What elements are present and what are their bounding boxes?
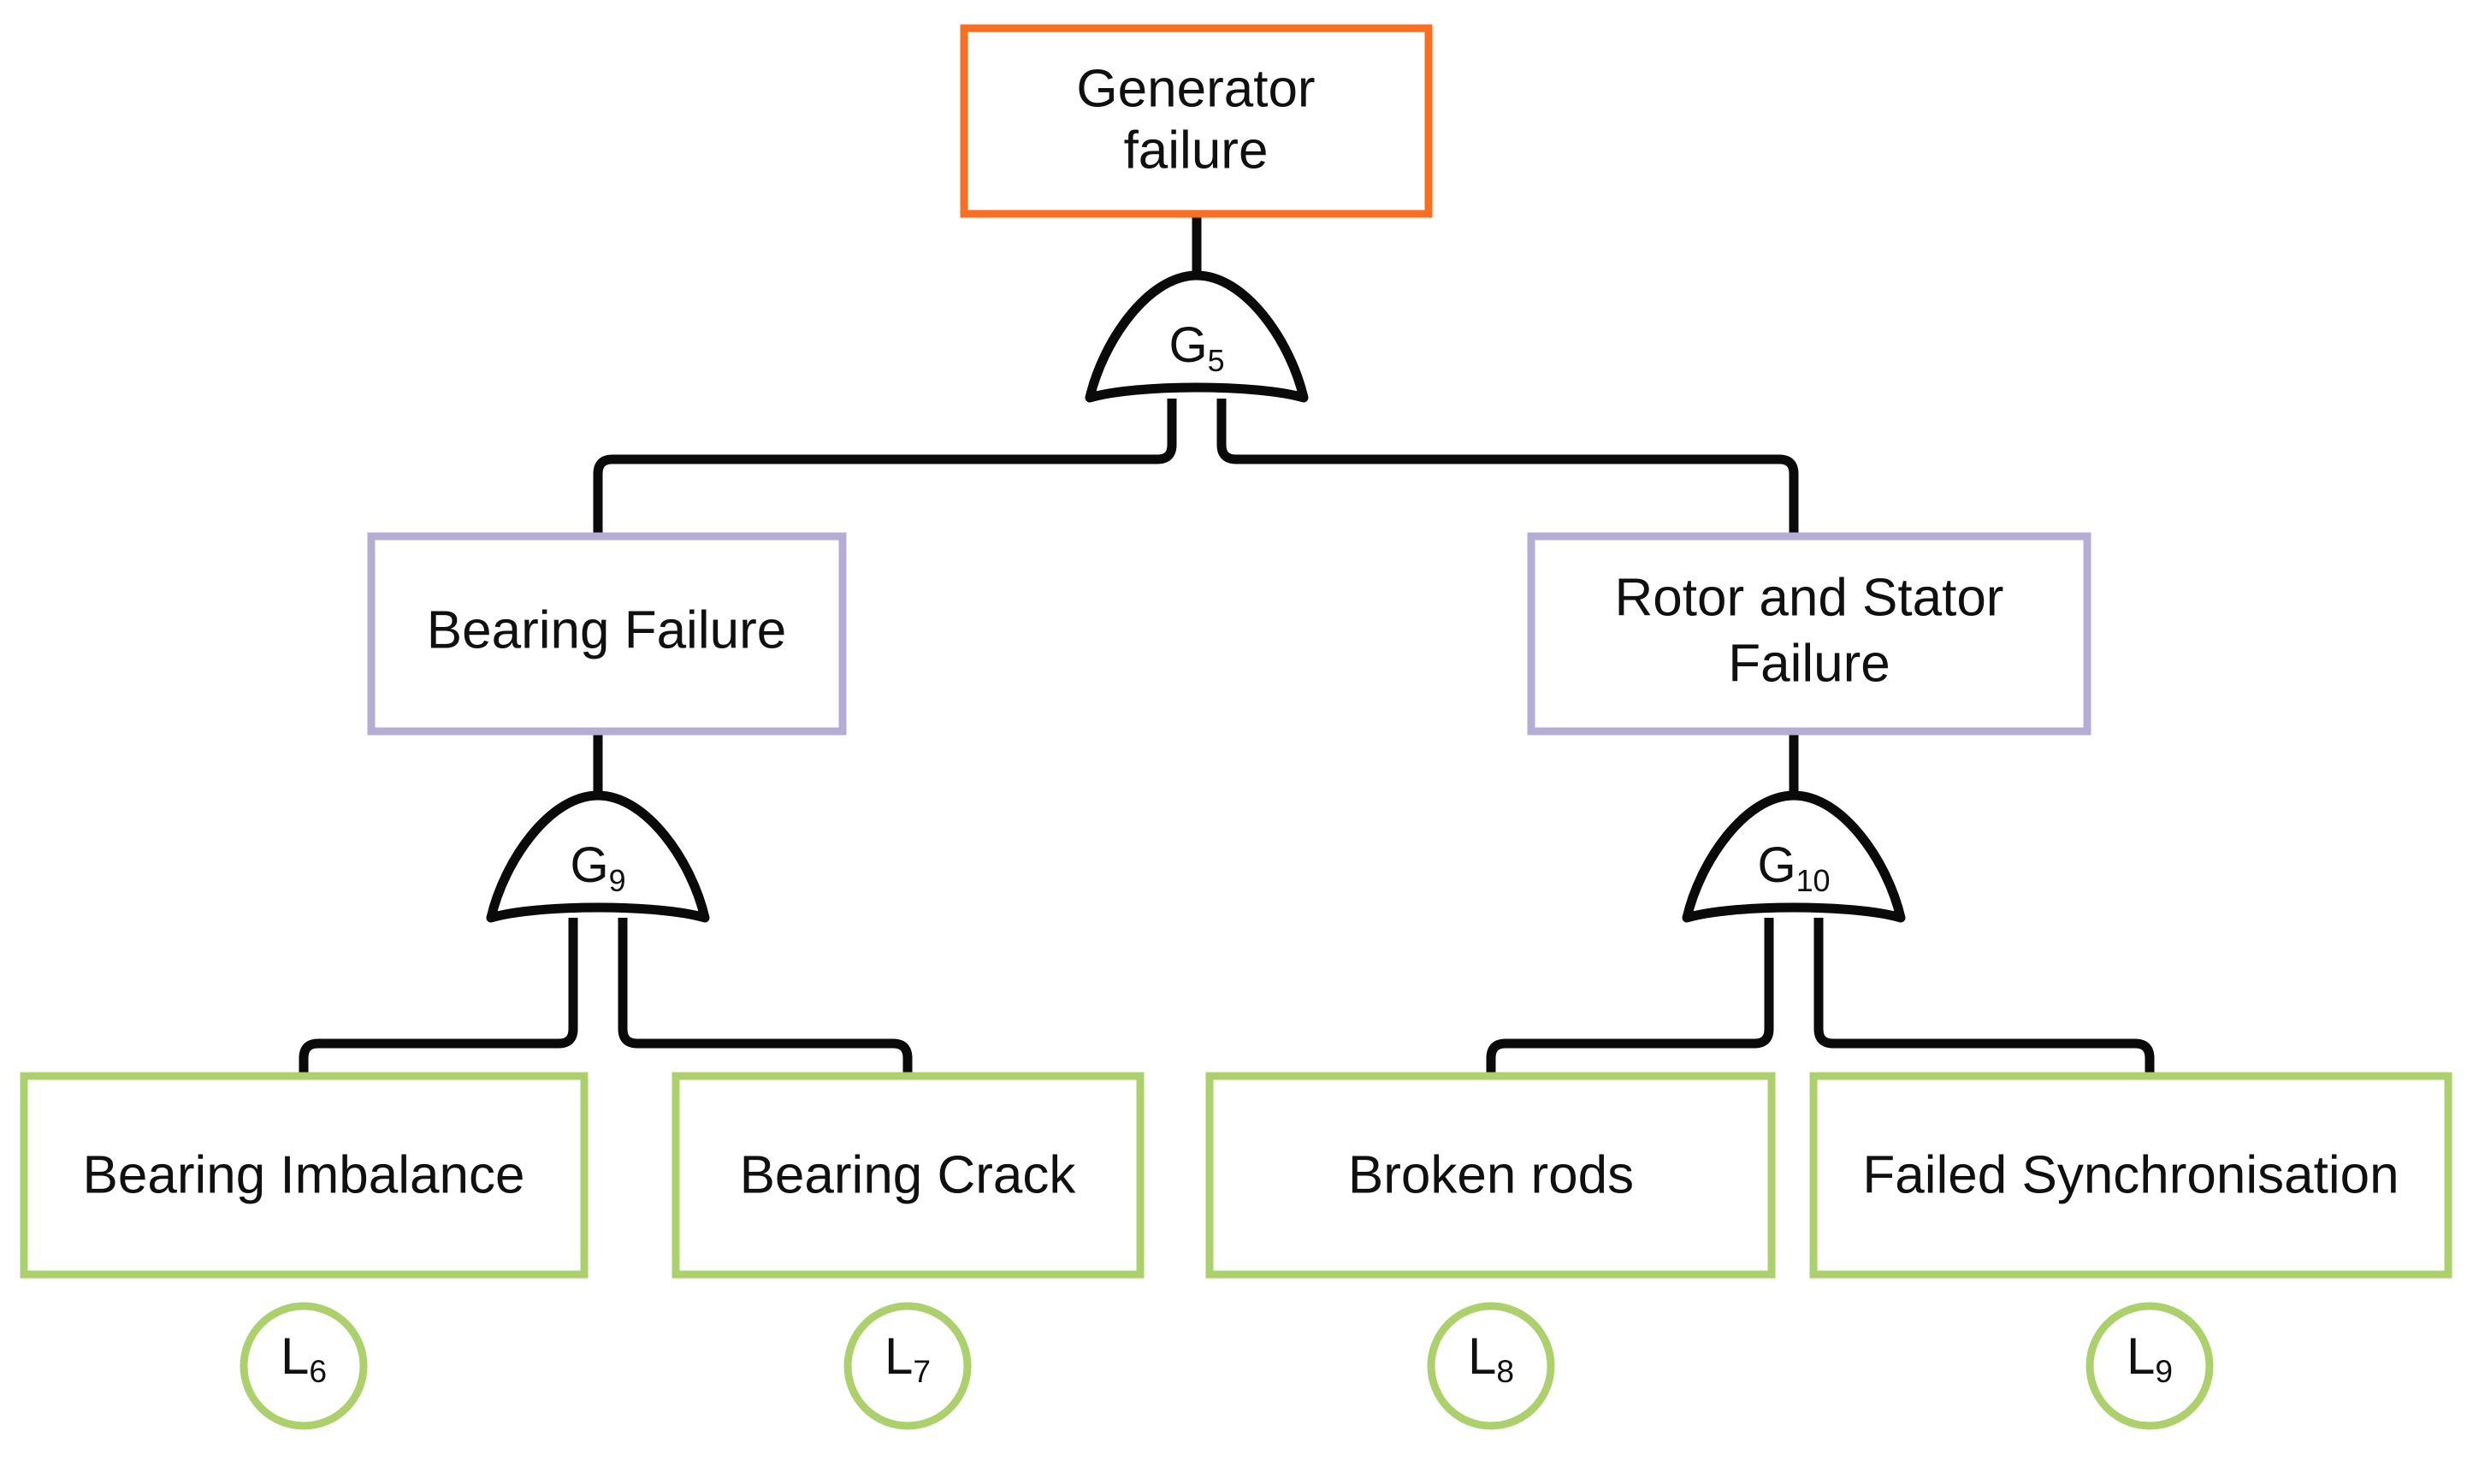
top-event-label-line1: Generator [1076, 59, 1315, 118]
basic-event-circle[interactable] [1427, 1302, 1555, 1430]
or-gate-shape[interactable] [486, 790, 710, 923]
gate-g9-index: 9 [609, 863, 626, 898]
gate-g10[interactable]: G10 [1682, 790, 1906, 923]
basic-event-circle-letter: L [2127, 1327, 2155, 1385]
gate-g9-label: G9 [570, 837, 625, 897]
edge-g5-to-bearing-failure [593, 399, 1177, 536]
or-gate-shape[interactable] [1085, 270, 1309, 403]
basic-event-circle-index: 6 [309, 1353, 327, 1389]
basic-event-circle-index: 7 [913, 1353, 931, 1389]
basic-event-broken-rods[interactable]: Broken rods L8 [1205, 1072, 1776, 1430]
top-event-box[interactable] [960, 24, 1433, 218]
basic-event-circle-letter: L [1468, 1327, 1496, 1385]
basic-event-circle-letter: L [281, 1327, 309, 1385]
basic-event-box[interactable] [671, 1072, 1145, 1279]
basic-event-box[interactable] [1809, 1072, 2452, 1279]
basic-event-bearing-imbalance[interactable]: Bearing Imbalance L6 [20, 1072, 589, 1430]
basic-event-circle-letter: L [884, 1327, 913, 1385]
edge-g5-to-rotor-stator-failure [1216, 399, 1799, 536]
basic-event-bearing-crack[interactable]: Bearing Crack L7 [671, 1072, 1145, 1430]
basic-event-label: Bearing Crack [740, 1145, 1077, 1204]
gate-g10-letter: G [1757, 837, 1796, 893]
top-event-label-line2: failure [1124, 121, 1269, 180]
intermediate-event-box[interactable] [367, 532, 847, 736]
gate-g9[interactable]: G9 [486, 790, 710, 923]
basic-event-circle-label: L6 [281, 1327, 327, 1389]
top-event-generator-failure[interactable]: Generator failure [960, 24, 1433, 218]
basic-event-circle-label: L7 [884, 1327, 931, 1389]
edge-g9-to-bearing-imbalance [299, 918, 578, 1076]
edge-g10-to-broken-rods [1486, 918, 1774, 1076]
gate-g10-label: G10 [1757, 837, 1830, 897]
basic-event-circle[interactable] [843, 1302, 972, 1430]
basic-event-label: Bearing Imbalance [83, 1145, 525, 1204]
edge-g9-to-bearing-crack [618, 918, 913, 1076]
gate-g5-index: 5 [1208, 343, 1225, 378]
gate-g5[interactable]: G5 [1085, 270, 1309, 403]
basic-event-label: Broken rods [1348, 1145, 1634, 1204]
gate-g10-index: 10 [1796, 863, 1831, 898]
intermediate-event-bearing-failure[interactable]: Bearing Failure [367, 532, 847, 736]
basic-event-circle-label: L8 [1468, 1327, 1514, 1389]
gate-g5-letter: G [1168, 317, 1207, 373]
basic-event-circle-label: L9 [2127, 1327, 2173, 1389]
basic-event-box[interactable] [20, 1072, 589, 1279]
basic-event-failed-synchronisation[interactable]: Failed Synchronisation L9 [1809, 1072, 2452, 1430]
basic-event-circle[interactable] [240, 1302, 368, 1430]
intermediate-event-label-line1: Rotor and Stator [1615, 568, 2004, 627]
intermediate-event-label-line1: Bearing Failure [427, 600, 786, 659]
intermediate-event-box[interactable] [1527, 532, 2091, 736]
edge-g10-to-failed-synchronisation [1813, 918, 2155, 1076]
basic-event-label: Failed Synchronisation [1862, 1145, 2399, 1204]
intermediate-event-rotor-stator-failure[interactable]: Rotor and Stator Failure [1527, 532, 2091, 736]
basic-event-circle[interactable] [2085, 1302, 2214, 1430]
or-gate-shape[interactable] [1682, 790, 1906, 923]
gate-g5-label: G5 [1168, 317, 1224, 377]
basic-event-circle-index: 9 [2155, 1353, 2173, 1389]
basic-event-box[interactable] [1205, 1072, 1776, 1279]
basic-event-circle-index: 8 [1496, 1353, 1514, 1389]
intermediate-event-label-line2: Failure [1728, 634, 1890, 693]
gate-g9-letter: G [570, 837, 608, 893]
